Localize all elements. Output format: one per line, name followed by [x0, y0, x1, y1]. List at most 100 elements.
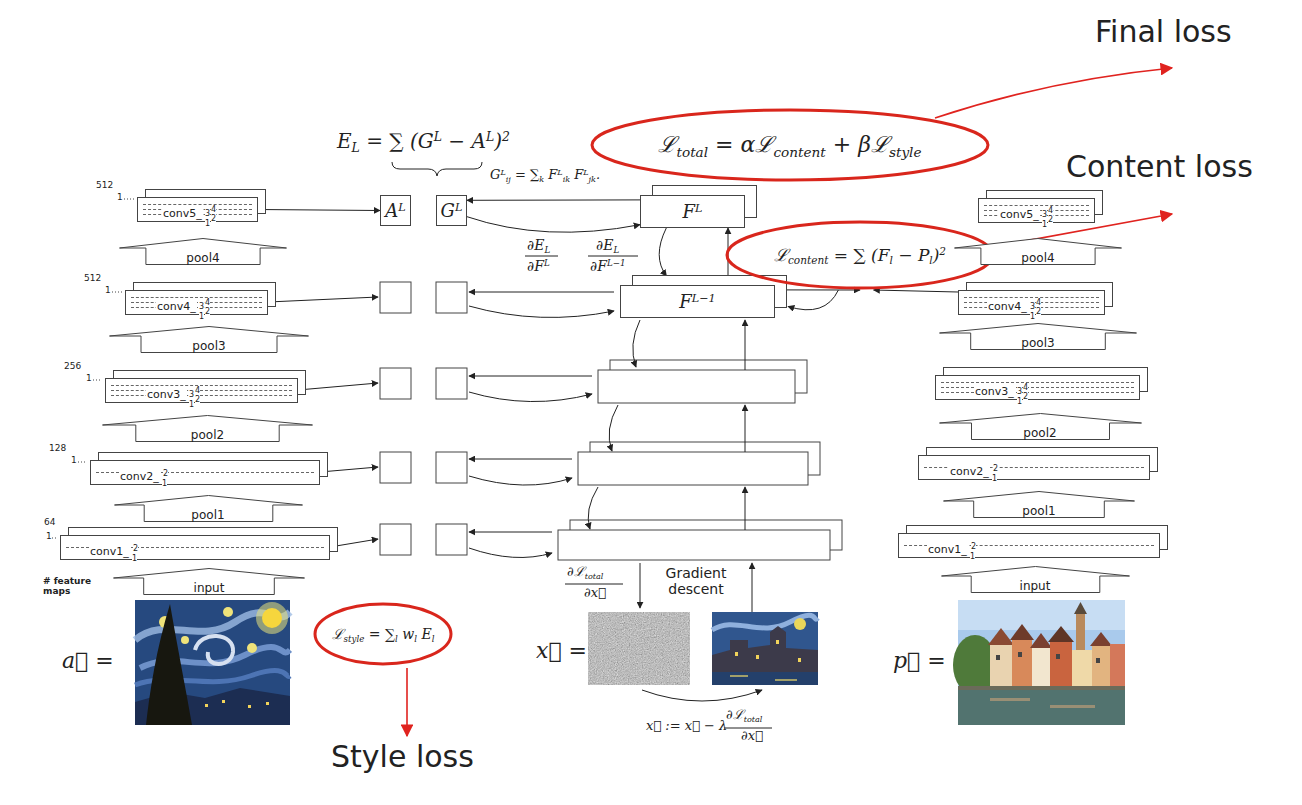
gram-matrix-box [380, 524, 411, 555]
math-run: l [889, 254, 892, 266]
content-photo [1110, 644, 1125, 690]
arrow-line [469, 392, 592, 402]
math-run: # feature maps [43, 576, 94, 596]
math-run: l [395, 634, 398, 644]
label-holder: Final loss [1095, 15, 1232, 50]
sublayer-index-holder: 2 [993, 457, 998, 475]
content-photo [1072, 650, 1092, 690]
formula: FL [683, 201, 703, 223]
style-image [248, 705, 251, 708]
layer-name: conv5_ [999, 208, 1040, 221]
arrow-line [609, 405, 618, 451]
math-run: w [398, 626, 414, 642]
math-run: L [398, 201, 405, 214]
label-holder: 1 [71, 455, 77, 465]
label-holder: x⃗ = [536, 638, 587, 663]
pool-label: input [1020, 579, 1051, 593]
conv-layer-box: conv1_21 [60, 535, 330, 560]
pool-arrow-outline [941, 567, 1129, 593]
label-holder: ∂FL−1 [590, 258, 626, 274]
math-run: L [352, 140, 360, 155]
pool-label: pool3 [1021, 336, 1054, 350]
loss-ellipse: ℒcontent = ∑ (Fl − Pl)2 [725, 220, 995, 290]
math-run: = ∑ (G [360, 129, 434, 153]
label-holder: ∂EL [596, 237, 619, 253]
math-run: ∂F [590, 258, 607, 274]
sublayer-index: 2 [195, 395, 200, 404]
arrow-line [320, 467, 378, 472]
layer-name: conv5_ [162, 207, 203, 220]
math-run: x⃗ := x⃗ − λ [646, 718, 727, 733]
pool-arrow: input [941, 566, 1130, 593]
formula: AL [385, 200, 405, 222]
connector [788, 290, 838, 310]
pool-arrow: pool2 [939, 413, 1142, 440]
pool-arrow: pool4 [119, 238, 287, 265]
pool-label-holder: pool1 [943, 501, 1135, 518]
layer-name-holder: conv1_ [89, 541, 130, 559]
layer-name: conv1_ [927, 543, 968, 556]
channel-dots [52, 538, 58, 539]
style-image [205, 704, 208, 707]
content-photo [1050, 642, 1072, 690]
sublayer-index: 1 [205, 219, 210, 228]
math-run: F [544, 167, 557, 182]
label-holder: 512 [96, 180, 113, 190]
pool-arrow: pool2 [102, 415, 313, 442]
layer-name-holder: conv2_ [119, 466, 160, 484]
sublayer-index: 3 [1017, 387, 1022, 396]
math-run: 1 [86, 373, 92, 383]
style-image [247, 643, 257, 653]
pool-arrow-outline [120, 239, 287, 265]
arrow-line [268, 297, 378, 302]
sublayer-index-holder: 2 [163, 462, 168, 480]
callout-leader [407, 68, 1172, 736]
conv-layer-box: conv3_4321 [935, 375, 1140, 400]
sublayer-index-holder: 3 [1017, 380, 1022, 398]
math-run: ℒ [658, 132, 676, 157]
content-photo [1032, 648, 1050, 690]
math-run: L [500, 168, 505, 177]
math-run: ∂x⃗ [741, 728, 763, 743]
pool-arrow: pool4 [954, 238, 1122, 265]
math-run: L [557, 168, 562, 177]
label-holder: Content loss [1066, 150, 1253, 185]
conv-layer-box: conv2_21 [918, 455, 1150, 480]
layer-name: conv1_ [89, 545, 130, 558]
sublayer-index: 1 [970, 552, 975, 561]
arrow-line [633, 320, 640, 367]
pool-arrow-outline [944, 492, 1135, 518]
layer-name: conv3_ [146, 388, 187, 401]
brace [392, 162, 482, 176]
content-photo [1010, 624, 1034, 640]
pool-arrow: pool3 [939, 323, 1137, 350]
content-photo [958, 690, 1125, 725]
math-run: Gradient descent [666, 565, 731, 597]
arrow-line [469, 476, 572, 485]
conv-layer-box: conv3_4321 [105, 378, 298, 403]
result-image [776, 640, 779, 644]
content-photo [953, 600, 1125, 725]
sublayer-index: 1 [1030, 312, 1035, 321]
layer-name-holder: conv4_ [156, 296, 197, 314]
layer-name: conv4_ [156, 300, 197, 313]
math-run: 1 [117, 192, 123, 202]
noise-image [588, 612, 690, 685]
formula: FL−1 [679, 291, 715, 313]
conv-layer-box: conv2_21 [90, 460, 320, 485]
pool-arrow-outline [955, 239, 1122, 265]
pool-label-holder: input [941, 576, 1130, 593]
result-image [712, 626, 818, 672]
arrow-line [588, 487, 598, 529]
formula: ℒstyle = ∑l wl El [332, 626, 435, 643]
feature-map-box: FL−1 [620, 285, 775, 318]
pool-label-holder: pool1 [114, 505, 303, 522]
pool-arrow-outline [114, 496, 302, 522]
formula: GL [441, 200, 463, 222]
math-run: . [596, 167, 600, 182]
layer-name: conv2_ [949, 465, 990, 478]
label-holder: a⃗ = [62, 648, 114, 673]
arrow-line [469, 292, 614, 293]
callout-leader [406, 668, 408, 736]
